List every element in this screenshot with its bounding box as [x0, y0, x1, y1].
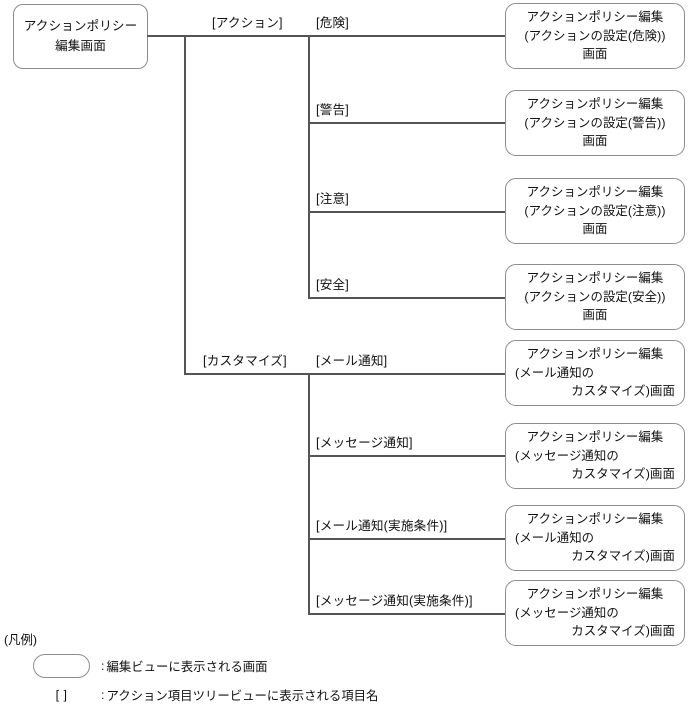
legend-bracket-swatch: [ ]: [55, 688, 68, 702]
screen-box-message-tsuchi-jisshi-line-3: カスタマイズ)画面: [571, 624, 675, 639]
root-screen-box: アクションポリシー 編集画面: [13, 4, 148, 69]
legend-colon-1: :: [101, 659, 105, 673]
screen-box-mail-tsuchi-jisshi-line-3: カスタマイズ)画面: [571, 549, 675, 564]
tree-label-message-tsuchi-jisshi[interactable]: [メッセージ通知(実施条件)]: [316, 594, 473, 608]
screen-box-mail-tsuchi-line-2: (メール通知の: [515, 365, 595, 380]
screen-box-anzen: アクションポリシー編集 (アクションの設定(安全)) 画面: [505, 264, 685, 330]
screen-box-mail-tsuchi-jisshi-line-2: (メール通知の: [515, 530, 595, 545]
screen-box-kiken: アクションポリシー編集 (アクションの設定(危険)) 画面: [505, 3, 685, 69]
connector-customize-branch: [184, 373, 309, 375]
screen-box-mail-tsuchi-line-1: アクションポリシー編集: [526, 346, 664, 361]
screen-box-anzen-line-3: 画面: [582, 308, 608, 323]
screen-box-mail-tsuchi-jisshi-line-1: アクションポリシー編集: [526, 511, 664, 526]
tree-label-keikoku[interactable]: [警告]: [316, 103, 349, 117]
connector-mail-tsuchi-jisshi: [308, 538, 506, 540]
legend-rounded-box-swatch: [33, 654, 90, 678]
root-line-1: アクションポリシー: [23, 19, 138, 34]
screen-box-keikoku-line-3: 画面: [582, 134, 608, 149]
screen-box-chui-line-2: (アクションの設定(注意)): [524, 203, 666, 218]
connector-trunk-customize-children: [308, 373, 310, 613]
connector-chui: [308, 211, 506, 213]
screen-box-message-tsuchi: アクションポリシー編集 (メッセージ通知の カスタマイズ)画面: [505, 423, 685, 489]
screen-box-kiken-line-3: 画面: [582, 47, 608, 62]
tree-label-customize[interactable]: [カスタマイズ]: [203, 354, 287, 368]
connector-trunk-level1: [184, 35, 186, 374]
connector-anzen: [308, 297, 506, 299]
screen-box-anzen-line-1: アクションポリシー編集: [526, 270, 664, 285]
screen-box-anzen-line-2: (アクションの設定(安全)): [524, 289, 666, 304]
connector-mail-tsuchi: [308, 373, 506, 375]
screen-box-message-tsuchi-jisshi-line-2: (メッセージ通知の: [515, 605, 619, 620]
screen-box-chui-line-1: アクションポリシー編集: [526, 184, 664, 199]
screen-box-keikoku-line-2: (アクションの設定(警告)): [524, 115, 666, 130]
screen-box-message-tsuchi-line-1: アクションポリシー編集: [526, 429, 664, 444]
tree-label-mail-tsuchi[interactable]: [メール通知]: [316, 354, 388, 368]
legend-text-screen-box: 編集ビューに表示される画面: [106, 660, 268, 674]
tree-label-mail-tsuchi-jisshi[interactable]: [メール通知(実施条件)]: [316, 519, 448, 533]
connector-keikoku: [308, 122, 506, 124]
screen-box-mail-tsuchi: アクションポリシー編集 (メール通知の カスタマイズ)画面: [505, 340, 685, 406]
screen-box-keikoku-line-1: アクションポリシー編集: [526, 96, 664, 111]
screen-box-chui: アクションポリシー編集 (アクションの設定(注意)) 画面: [505, 178, 685, 244]
screen-box-keikoku: アクションポリシー編集 (アクションの設定(警告)) 画面: [505, 90, 685, 156]
screen-box-kiken-line-2: (アクションの設定(危険)): [524, 28, 666, 43]
root-line-2: 編集画面: [55, 38, 106, 53]
screen-box-mail-tsuchi-jisshi: アクションポリシー編集 (メール通知の カスタマイズ)画面: [505, 505, 685, 571]
screen-box-message-tsuchi-jisshi-line-1: アクションポリシー編集: [526, 586, 664, 601]
tree-label-chui[interactable]: [注意]: [316, 192, 349, 206]
connector-message-tsuchi-jisshi: [308, 613, 506, 615]
screen-box-message-tsuchi-jisshi: アクションポリシー編集 (メッセージ通知の カスタマイズ)画面: [505, 580, 685, 646]
connector-action-branch: [184, 35, 309, 37]
connector-trunk-action-children: [308, 35, 310, 298]
tree-label-anzen[interactable]: [安全]: [316, 278, 349, 292]
screen-box-mail-tsuchi-line-3: カスタマイズ)画面: [571, 384, 675, 399]
connector-message-tsuchi: [308, 455, 506, 457]
legend-row-screen-box: : 編集ビューに表示される画面: [33, 654, 268, 678]
legend-colon-2: :: [101, 688, 105, 702]
legend-text-bracket: アクション項目ツリービューに表示される項目名: [106, 689, 379, 703]
screen-box-message-tsuchi-line-2: (メッセージ通知の: [515, 448, 619, 463]
legend-row-bracket: [ ] : アクション項目ツリービューに表示される項目名: [33, 686, 379, 704]
screen-box-chui-line-3: 画面: [582, 222, 608, 237]
screen-box-kiken-line-1: アクションポリシー編集: [526, 9, 664, 24]
connector-kiken: [308, 35, 506, 37]
tree-label-message-tsuchi[interactable]: [メッセージ通知]: [316, 436, 413, 450]
tree-label-kiken[interactable]: [危険]: [316, 16, 349, 30]
tree-label-action[interactable]: [アクション]: [212, 16, 283, 30]
legend-title: (凡例): [4, 633, 38, 647]
screen-box-message-tsuchi-line-3: カスタマイズ)画面: [571, 467, 675, 482]
connector-root-to-trunk: [147, 35, 185, 37]
